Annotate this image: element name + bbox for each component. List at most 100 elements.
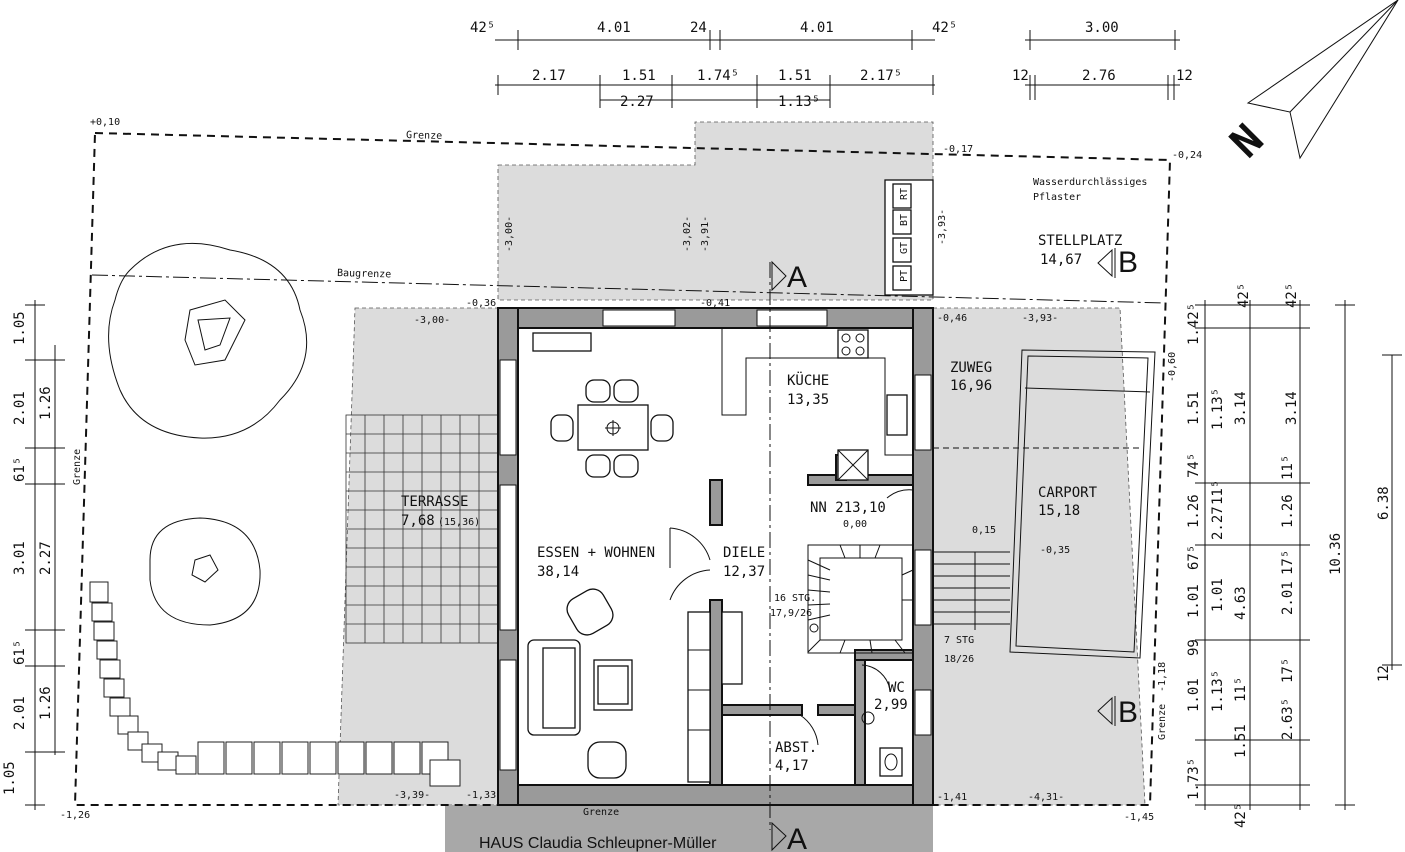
level-minus-0-17: -0,17 <box>943 144 973 155</box>
level-minus-3-93-v: -3,93- <box>937 209 948 245</box>
room-terrasse-area: 7,68 <box>401 513 435 529</box>
dim-top-8: 1.74⁵ <box>697 68 739 84</box>
dim-right-c4-3: 4.63 <box>1233 586 1249 620</box>
dim-left-10: 1.26 <box>38 686 54 720</box>
dim-left-8: 1.26 <box>38 386 54 420</box>
section-marker-b-top: B <box>1118 246 1138 279</box>
level-minus-0-35: -0,35 <box>1040 545 1070 556</box>
exterior-walls <box>497 307 934 806</box>
dim-top-7: 1.51 <box>622 68 656 84</box>
dim-top-1: 42⁵ <box>470 20 495 36</box>
room-nn-level: 0,00 <box>843 519 867 530</box>
dim-right-c3-4: 1.26 <box>1280 494 1296 528</box>
room-essen-name: ESSEN + WOHNEN <box>537 545 655 561</box>
dim-right-c1-4: 1.26 <box>1186 494 1202 528</box>
dim-right-far-2: 6.38 <box>1376 486 1392 520</box>
dim-left-6: 2.01 <box>12 696 28 730</box>
level-minus-1-41: -1,41 <box>937 792 967 803</box>
dim-top-12: 1.13⁵ <box>778 94 820 110</box>
room-stellplatz-name: STELLPLATZ <box>1038 233 1122 249</box>
cabinet-label-bt: BT <box>899 214 910 226</box>
boundary-label-left: Grenze <box>72 449 83 485</box>
room-wc-name: WC <box>888 680 905 696</box>
level-minus-0-41: -0,41 <box>700 298 730 309</box>
tree-icon <box>108 242 308 626</box>
room-abst-area: 4,17 <box>775 758 809 774</box>
room-zuweg-area: 16,96 <box>950 378 992 394</box>
dim-right-c2-5: 1.13⁵ <box>1210 670 1226 712</box>
dim-top-9: 1.51 <box>778 68 812 84</box>
dim-left-2: 2.01 <box>12 391 28 425</box>
house-title: HAUS Claudia Schleupner-Müller <box>479 835 717 852</box>
kitchen-counter <box>721 328 913 481</box>
room-nn-name: NN 213,10 <box>810 500 886 516</box>
level-minus-3-91-v: -3,91- <box>700 216 711 252</box>
dim-right-c3-5: 17⁵ <box>1280 550 1296 575</box>
terrace-tiles <box>345 414 499 644</box>
dim-right-c3-6: 2.01 <box>1280 581 1296 615</box>
level-minus-1-45: -1,45 <box>1124 812 1154 823</box>
room-diele-name: DIELE <box>723 545 765 561</box>
dim-right-c1-9: 1.51 <box>1233 724 1249 758</box>
room-wc-area: 2,99 <box>874 697 908 713</box>
dim-top-14: 12 <box>1012 68 1029 84</box>
level-minus-3-00: -3,00- <box>414 315 450 326</box>
dim-right-c4-2: 3.14 <box>1284 391 1300 425</box>
cabinet-label-pt: PT <box>899 270 910 282</box>
dim-right-c1-8: 1.01 <box>1186 678 1202 712</box>
dim-right-c3-3: 11⁵ <box>1280 455 1296 480</box>
dim-right-c1-7: 99 <box>1186 639 1202 656</box>
room-diele-area: 12,37 <box>723 564 765 580</box>
dim-right-c3-2: 3.14 <box>1233 391 1249 425</box>
section-marker-a-top: A <box>787 261 807 294</box>
dim-left-7: 1.05 <box>2 761 18 795</box>
dim-right-c3-8: 2.63⁵ <box>1280 698 1296 740</box>
dim-top-15: 2.76 <box>1082 68 1116 84</box>
outside-stairs <box>933 551 1010 630</box>
stairs-outside-label: 7 STG <box>944 635 974 646</box>
property-boundary <box>73 132 1172 806</box>
dim-top-11: 2.27 <box>620 94 654 110</box>
dim-right-c2-3: 2.27 <box>1210 506 1226 540</box>
dim-right-c2-4: 1.01 <box>1210 578 1226 612</box>
building-line-label: Baugrenze <box>337 268 391 280</box>
dim-right-c4-1: 42⁵ <box>1284 283 1300 308</box>
dim-left-4: 3.01 <box>12 541 28 575</box>
carport-frame <box>933 349 1156 659</box>
level-minus-1-26: -1,26 <box>60 810 90 821</box>
cabinet-label-rt: RT <box>899 188 910 200</box>
stairs-main-ratio: 17,9/26 <box>770 608 812 619</box>
dim-right-c3-9: 42⁵ <box>1233 803 1249 828</box>
boundary-label-top: Grenze <box>406 130 442 142</box>
room-carport-name: CARPORT <box>1038 485 1098 501</box>
dim-right-c1-3: 74⁵ <box>1186 453 1202 478</box>
dim-right-c3-1: 42⁵ <box>1236 283 1252 308</box>
room-terrasse-area-total: (15,36) <box>438 517 480 528</box>
garden-path-stones <box>89 581 461 787</box>
dim-right-c1-6: 1.01 <box>1186 584 1202 618</box>
north-label: N <box>1222 117 1272 167</box>
dim-left-5: 61⁵ <box>12 640 28 665</box>
dim-right-far-3: 12 <box>1376 665 1392 682</box>
stairs-outside-ratio: 18/26 <box>944 654 974 665</box>
utility-cabinet <box>884 179 934 296</box>
boundary-label-right: Grenze <box>1157 704 1168 740</box>
room-kueche-name: KÜCHE <box>787 371 829 389</box>
dim-right-c3-7: 17⁵ <box>1280 658 1296 683</box>
section-marker-a-bottom: A <box>787 823 807 852</box>
level-minus-3-02-v: -3,02- <box>682 216 693 252</box>
dim-right-c1-1: 1.42⁵ <box>1186 303 1202 345</box>
level-minus-1-18: -1,18 <box>1157 662 1168 692</box>
dimension-lines-left <box>25 300 65 810</box>
level-minus-3-39: -3,39- <box>394 790 430 801</box>
dim-right-c2-1: 1.13⁵ <box>1210 388 1226 430</box>
level-minus-0-60: -0,60 <box>1167 352 1178 382</box>
dim-top-5: 42⁵ <box>932 20 957 36</box>
dim-right-c2-2: 11⁵ <box>1210 480 1226 505</box>
dim-right-c2-6: 11⁵ <box>1233 677 1249 702</box>
dim-left-1: 1.05 <box>12 311 28 345</box>
staircase <box>807 544 914 654</box>
level-minus-0-36: -0,36 <box>466 298 496 309</box>
dim-left-3: 61⁵ <box>12 457 28 482</box>
